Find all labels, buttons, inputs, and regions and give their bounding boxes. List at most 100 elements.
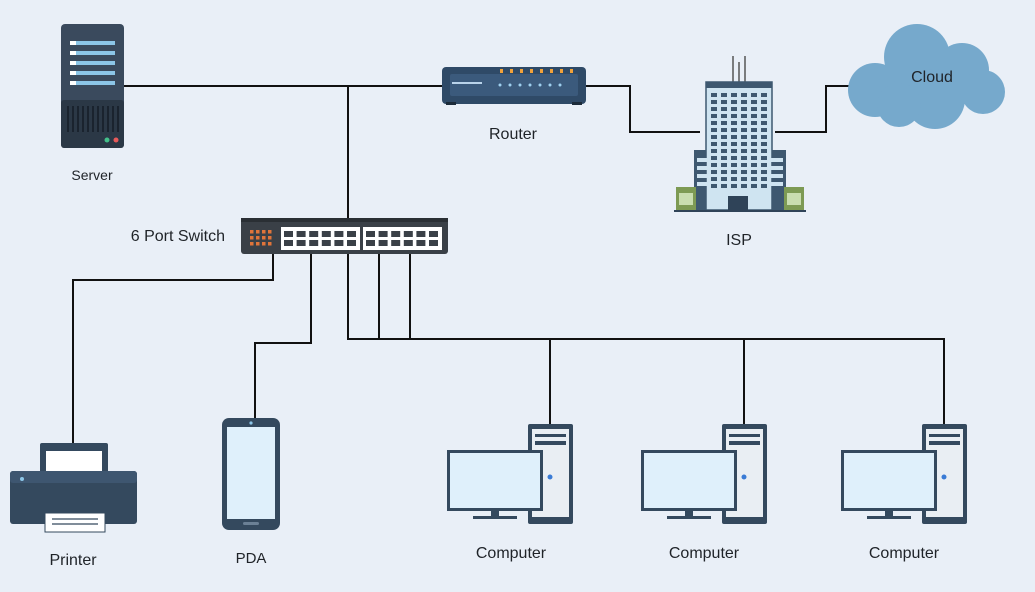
building-window: [721, 170, 727, 174]
printer-icon: [10, 443, 137, 533]
wing-window: [771, 182, 783, 186]
building-window: [741, 177, 747, 181]
building-window: [711, 177, 717, 181]
cloud-label: Cloud: [911, 69, 953, 86]
building-window: [751, 121, 757, 125]
building-window: [751, 128, 757, 132]
switch-port: [309, 231, 319, 237]
switch-port: [366, 240, 375, 246]
building-window: [711, 114, 717, 118]
building-window: [721, 149, 727, 153]
pda-label: PDA: [236, 550, 267, 567]
switch-port: [321, 240, 331, 246]
building-window: [721, 177, 727, 181]
building-window: [731, 184, 737, 188]
isp-building-icon: [674, 56, 806, 212]
switch-port: [296, 240, 306, 246]
computer-1-label: Computer: [476, 545, 547, 562]
building-window: [761, 135, 767, 139]
switch-led: [250, 236, 254, 240]
building-window: [721, 114, 727, 118]
building-window: [731, 135, 737, 139]
switch-port: [416, 231, 426, 237]
building-window: [731, 177, 737, 181]
building-window: [711, 184, 717, 188]
switch-port: [403, 240, 413, 246]
switch-port: [309, 240, 319, 246]
building-window: [721, 93, 727, 97]
wing-window: [697, 174, 709, 178]
switch-led: [256, 230, 260, 234]
link-switch-pda: [254, 254, 312, 418]
link-switch-printer: [72, 254, 274, 444]
building-window: [731, 170, 737, 174]
switch-led: [256, 236, 260, 240]
switch-led: [250, 242, 254, 246]
switch-port: [416, 240, 426, 246]
building-window: [741, 128, 747, 132]
building-window: [761, 128, 767, 132]
building-window: [751, 177, 757, 181]
isp-label: ISP: [726, 232, 752, 249]
building-window: [711, 128, 717, 132]
building-window: [741, 107, 747, 111]
computer-2-icon: [641, 424, 767, 524]
building-window: [761, 170, 767, 174]
building-window: [731, 114, 737, 118]
building-window: [741, 100, 747, 104]
switch-port: [334, 231, 344, 237]
switch-port: [391, 231, 401, 237]
wing-window: [771, 158, 783, 162]
building-window: [751, 93, 757, 97]
building-window: [751, 142, 757, 146]
building-window: [751, 149, 757, 153]
building-window: [731, 149, 737, 153]
computer-1-icon: [447, 424, 573, 524]
building-window: [741, 93, 747, 97]
building-window: [711, 170, 717, 174]
wing-window: [697, 166, 709, 170]
building-window: [711, 93, 717, 97]
building-window: [731, 142, 737, 146]
router-label: Router: [489, 126, 538, 143]
connection-lines: [72, 85, 945, 444]
building-window: [751, 163, 757, 167]
wing-window: [771, 166, 783, 170]
switch-port: [347, 240, 356, 246]
cloud-icon: [848, 24, 1005, 129]
switch-led: [262, 236, 266, 240]
switch-port: [284, 240, 293, 246]
building-window: [761, 149, 767, 153]
switch-port: [391, 240, 401, 246]
building-window: [711, 135, 717, 139]
building-window: [751, 135, 757, 139]
building-window: [721, 107, 727, 111]
building-window: [761, 100, 767, 104]
building-window: [721, 135, 727, 139]
switch-port: [321, 231, 331, 237]
building-window: [711, 149, 717, 153]
building-window: [751, 107, 757, 111]
building-window: [741, 163, 747, 167]
building-window: [761, 177, 767, 181]
computer-3-icon: [841, 424, 967, 524]
server-label: Server: [71, 167, 113, 183]
building-window: [761, 121, 767, 125]
building-window: [731, 107, 737, 111]
building-window: [761, 107, 767, 111]
building-window: [711, 107, 717, 111]
building-window: [741, 114, 747, 118]
building-window: [761, 184, 767, 188]
building-window: [741, 156, 747, 160]
switch-label: 6 Port Switch: [131, 228, 225, 245]
building-window: [741, 149, 747, 153]
building-window: [731, 128, 737, 132]
router-icon: [442, 67, 586, 105]
building-window: [711, 156, 717, 160]
computer-3-label: Computer: [869, 545, 940, 562]
switch-led: [268, 242, 272, 246]
building-window: [711, 142, 717, 146]
switch-led: [268, 236, 272, 240]
link-switch-bus: [347, 254, 945, 424]
